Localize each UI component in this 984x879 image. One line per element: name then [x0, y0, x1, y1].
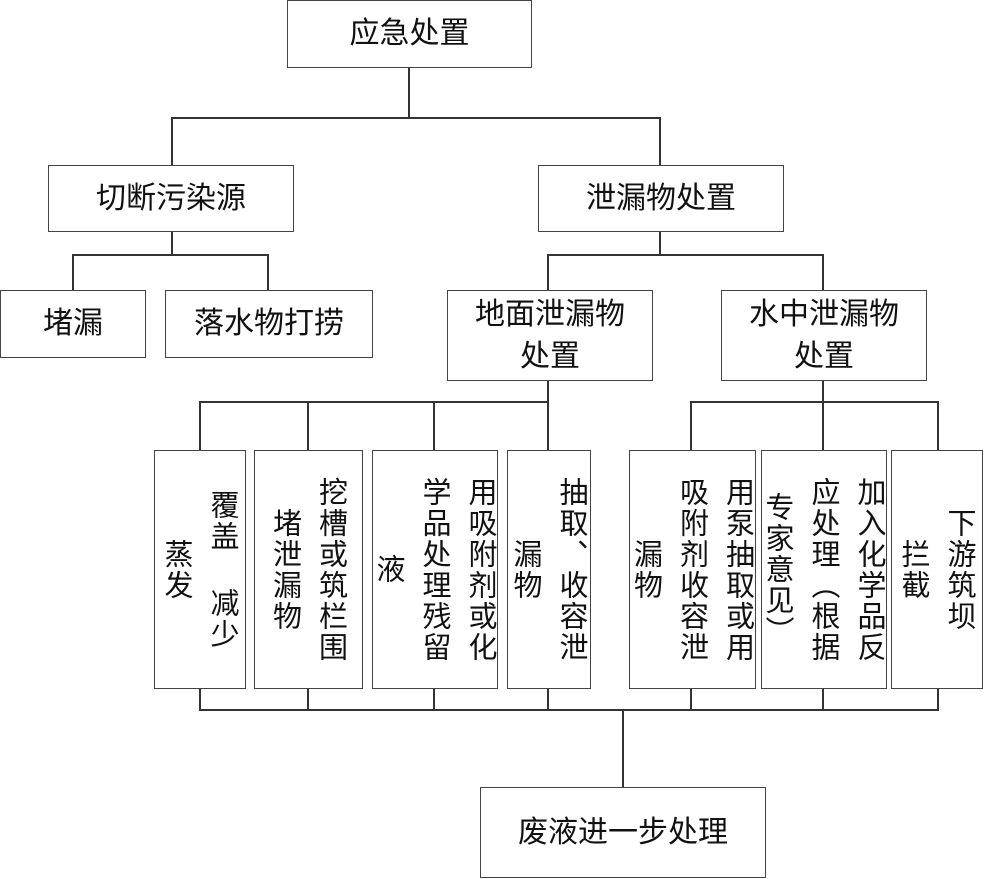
connector: [690, 401, 939, 403]
connector: [622, 709, 624, 787]
node-dike: 挖槽或筑栏围 堵泄漏物: [254, 450, 363, 689]
text-column: 堵泄漏物: [268, 507, 303, 632]
text-column: 下游筑坝: [943, 507, 977, 632]
node-cover: 覆盖 减少 蒸发: [154, 450, 246, 689]
connector: [690, 688, 692, 710]
connector: [199, 709, 939, 711]
node-plug-leak: 堵漏: [0, 290, 146, 358]
node-ground-spill: 地面泄漏物处置: [447, 290, 653, 381]
connector: [822, 401, 824, 450]
text-column: 蒸发: [160, 538, 194, 601]
node-extract: 抽取、收容泄 漏物: [507, 450, 591, 689]
node-pump: 用泵抽取或用 吸附剂收容泄 漏物: [629, 450, 756, 689]
connector: [408, 68, 410, 118]
text-column: 用吸附剂或化: [464, 476, 498, 663]
connector: [267, 254, 269, 290]
text-column: 漏物: [509, 538, 543, 601]
connector: [659, 231, 661, 255]
connector: [433, 688, 435, 710]
connector: [822, 380, 824, 402]
connector: [659, 117, 661, 165]
connector: [690, 401, 692, 450]
text-column: 用泵抽取或用: [721, 476, 756, 663]
text-column: 液: [372, 554, 406, 585]
connector: [937, 688, 939, 710]
text-column: 学品处理残留: [418, 476, 452, 663]
text-column: 挖槽或筑栏围: [314, 476, 349, 663]
text-column: 抽取、收容泄: [555, 476, 589, 663]
connector: [199, 401, 549, 403]
text-column: 漏物: [629, 538, 664, 601]
connector: [433, 401, 435, 450]
node-chemical: 加入化学品反 应处理（根据 专家意见）: [761, 450, 887, 689]
node-water-spill: 水中泄漏物处置: [721, 290, 927, 381]
text-column: 应处理（根据: [807, 476, 841, 663]
text-column: 专家意见）: [761, 492, 795, 647]
text-column: 覆盖 减少: [206, 489, 240, 650]
node-cut-source: 切断污染源: [48, 165, 294, 232]
connector: [307, 401, 309, 450]
connector: [937, 401, 939, 450]
node-salvage: 落水物打捞: [165, 290, 373, 358]
connector: [199, 688, 201, 710]
connector: [547, 254, 824, 256]
connector: [199, 401, 201, 450]
connector: [547, 401, 549, 450]
connector: [307, 688, 309, 710]
connector: [72, 254, 74, 290]
connector: [547, 688, 549, 710]
connector: [822, 688, 824, 710]
node-root: 应急处置: [287, 0, 532, 68]
connector: [171, 231, 173, 255]
connector: [547, 254, 549, 290]
text-column: 拦截: [897, 538, 931, 601]
text-column: 加入化学品反: [853, 476, 887, 663]
connector: [72, 254, 269, 256]
node-spill-disposal: 泄漏物处置: [538, 165, 784, 232]
connector: [171, 117, 661, 119]
connector: [822, 254, 824, 290]
connector: [171, 117, 173, 165]
node-absorb: 用吸附剂或化 学品处理残留 液: [372, 450, 498, 689]
node-dam: 下游筑坝 拦截: [891, 450, 983, 689]
node-final: 废液进一步处理: [480, 787, 766, 878]
connector: [547, 380, 549, 402]
text-column: 吸附剂收容泄: [675, 476, 710, 663]
